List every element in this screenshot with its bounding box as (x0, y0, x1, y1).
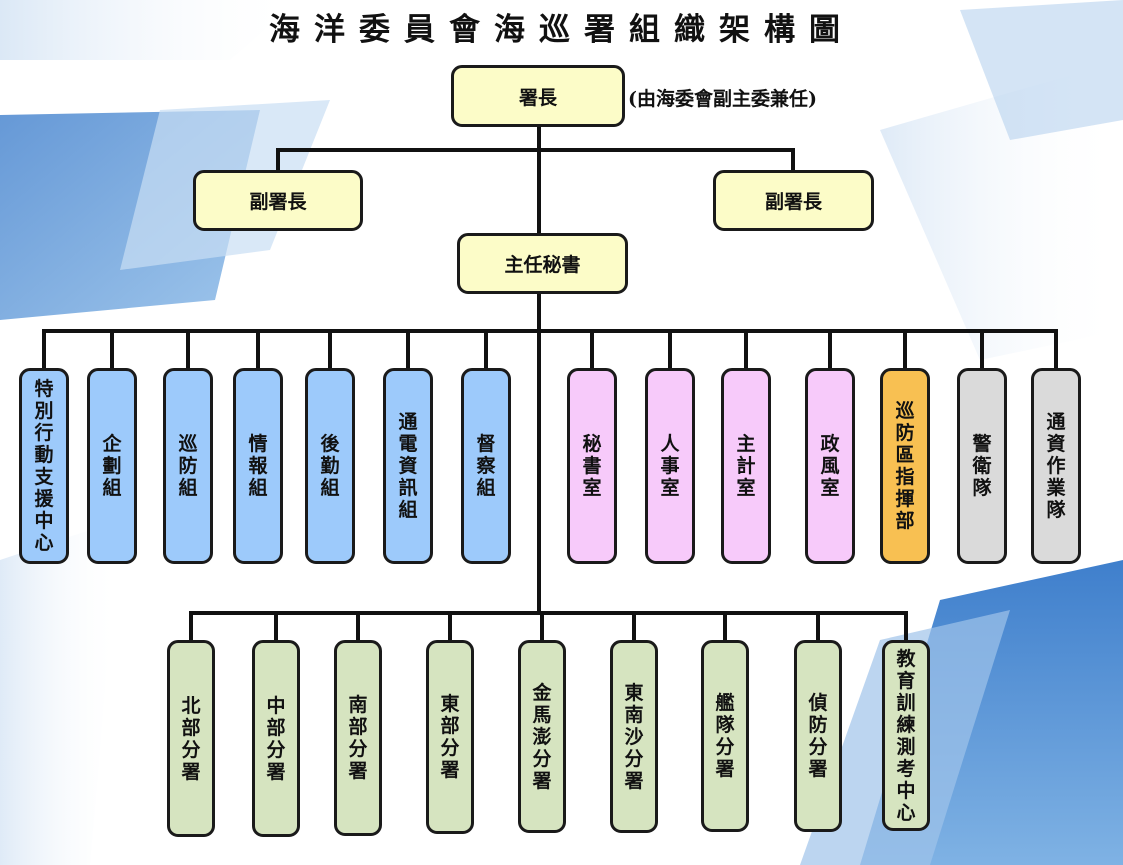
unit-box-label: 企劃組 (102, 433, 122, 499)
unit-box-label: 警衛隊 (972, 433, 992, 499)
unit-box: 警衛隊 (957, 368, 1007, 564)
unit-box-label: 特別行動支援中心 (34, 378, 54, 554)
director-note: (由海委會副主委兼任) (628, 88, 817, 110)
branch-box: 艦隊分署 (701, 640, 749, 832)
deputy-director-box-left: 副署長 (193, 170, 363, 231)
branch-box-label: 偵防分署 (808, 692, 828, 780)
branch-box: 東南沙分署 (610, 640, 658, 833)
branch-box-label: 東南沙分署 (624, 681, 644, 792)
unit-box-label: 政風室 (820, 433, 840, 499)
unit-box-label: 通資作業隊 (1046, 411, 1066, 521)
deputy-director-box-right: 副署長 (713, 170, 874, 231)
deputy-director-label: 副署長 (764, 191, 822, 213)
branch-box-label: 金馬澎分署 (532, 681, 552, 792)
unit-box: 人事室 (645, 368, 695, 564)
unit-box: 通資作業隊 (1031, 368, 1081, 564)
unit-box-label: 秘書室 (582, 433, 602, 499)
branch-box: 東部分署 (426, 640, 474, 834)
unit-box: 後勤組 (305, 368, 355, 564)
branch-box-label: 中部分署 (266, 694, 286, 783)
director-label: 署長 (518, 86, 557, 109)
unit-box-label: 巡防組 (178, 433, 198, 499)
branch-box-label: 南部分署 (348, 694, 368, 782)
unit-box: 企劃組 (87, 368, 137, 564)
unit-box: 政風室 (805, 368, 855, 564)
unit-box-label: 督察組 (476, 433, 496, 499)
unit-box: 巡防組 (163, 368, 213, 564)
unit-box: 督察組 (461, 368, 511, 564)
unit-box: 巡防區指揮部 (880, 368, 930, 564)
chief-secretary-box: 主任秘書 (457, 233, 628, 294)
branch-box: 北部分署 (167, 640, 215, 837)
chief-secretary-label: 主任秘書 (504, 254, 581, 276)
branch-box: 偵防分署 (794, 640, 842, 832)
unit-box-label: 通電資訊組 (398, 411, 418, 521)
branch-box: 金馬澎分署 (518, 640, 566, 833)
director-box: 署長 (451, 65, 625, 127)
branch-box-label: 北部分署 (181, 694, 201, 783)
branch-box-label: 東部分署 (440, 693, 460, 781)
unit-box: 特別行動支援中心 (19, 368, 69, 564)
unit-box-label: 主計室 (736, 433, 756, 499)
branch-box: 中部分署 (252, 640, 300, 837)
unit-box: 主計室 (721, 368, 771, 564)
unit-box-label: 人事室 (660, 433, 680, 499)
branch-box-label: 教育訓練測考中心 (896, 647, 916, 824)
deputy-director-label: 副署長 (249, 191, 307, 213)
unit-box-label: 情報組 (248, 433, 268, 499)
unit-box-label: 巡防區指揮部 (895, 400, 915, 532)
branch-box: 南部分署 (334, 640, 382, 836)
page-title: 海洋委員會海巡署組織架構圖 (269, 12, 854, 48)
unit-box: 秘書室 (567, 368, 617, 564)
unit-box: 通電資訊組 (383, 368, 433, 564)
unit-box-label: 後勤組 (320, 433, 340, 499)
branch-box: 教育訓練測考中心 (882, 640, 930, 831)
branch-box-label: 艦隊分署 (715, 692, 735, 780)
unit-box: 情報組 (233, 368, 283, 564)
